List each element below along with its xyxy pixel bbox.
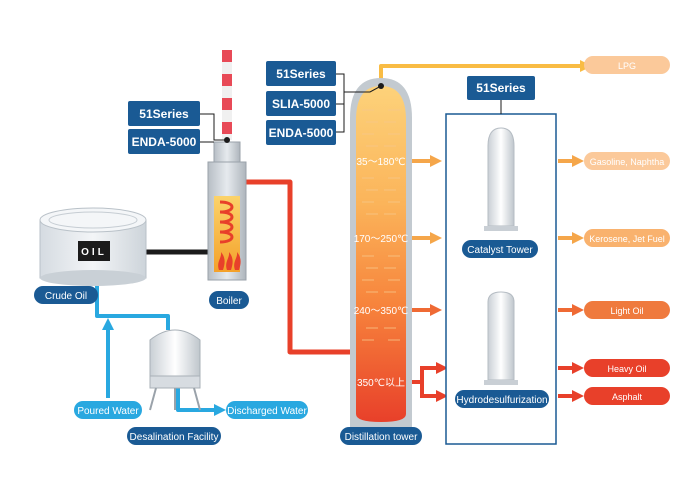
crude-oil-label: Crude Oil <box>45 291 87 302</box>
tower-model-2-text: ENDA-5000 <box>269 126 334 140</box>
discharged-water-label: Discharged Water <box>227 406 307 417</box>
boiler-series-text: 51Series <box>139 107 189 121</box>
tower-model-tag-1 <box>266 91 336 116</box>
poured-water-arrow <box>102 318 114 330</box>
catalyst-label: Catalyst Tower <box>467 245 533 256</box>
asphalt-label: Asphalt <box>612 392 643 402</box>
bottom-split-pipe <box>408 366 438 398</box>
tower-model-tag-2 <box>266 120 336 145</box>
temp-label-2: 170～250℃ <box>354 234 409 245</box>
temp-label-4: 350℃以上 <box>357 377 405 389</box>
light-oil-pill <box>584 301 670 319</box>
asphalt-pill <box>584 387 670 405</box>
hydro-label: Hydrodesulfurization <box>456 395 547 406</box>
desal-pill <box>127 427 221 445</box>
kerosene-arrowhead-b <box>572 232 584 244</box>
temp-label-3: 240～350℃ <box>354 306 409 317</box>
hydro-vessel <box>484 291 518 385</box>
hydro-pill <box>455 390 549 408</box>
heavy-arrowhead-b <box>572 362 584 374</box>
tower-model-1-text: SLIA-5000 <box>272 97 330 111</box>
distillation-pill <box>340 427 422 445</box>
boiler-model-tag <box>128 129 200 154</box>
tank-to-desal-pipe <box>95 283 170 330</box>
poured-water-label: Poured Water <box>77 406 139 417</box>
crude-oil-pill <box>34 286 98 304</box>
tower-tag-connector <box>336 73 382 133</box>
boiler-coil <box>219 200 234 244</box>
poured-water-pill <box>74 401 142 419</box>
boiler-chimney <box>222 50 232 140</box>
gasoline-arrowhead-a <box>430 155 442 167</box>
kerosene-arrowhead-a <box>430 232 442 244</box>
lightoil-arrowhead-a <box>430 304 442 316</box>
asphalt-arrowhead-b <box>572 390 584 402</box>
discharged-water-pill <box>226 401 308 419</box>
lightoil-arrowhead-b <box>572 304 584 316</box>
distillation-label: Distillation tower <box>345 432 418 443</box>
heavy-oil-label: Heavy Oil <box>607 364 646 374</box>
unit-series-tag <box>467 76 535 100</box>
lpg-pill <box>584 56 670 74</box>
gasoline-label: Gasoline, Naphtha <box>590 157 665 167</box>
boiler-unit <box>207 50 247 281</box>
crude-oil-tank <box>39 207 147 286</box>
hot-feed-pipe <box>240 179 360 355</box>
temp-label-1: 35～180℃ <box>356 157 405 168</box>
lpg-label: LPG <box>618 61 636 71</box>
discharged-water-pipe <box>176 388 216 412</box>
tower-series-tag <box>266 61 336 86</box>
catalyst-vessel <box>484 127 518 231</box>
heavy-oil-pill <box>584 359 670 377</box>
gasoline-arrowhead-b <box>572 155 584 167</box>
discharged-water-arrow <box>214 404 226 416</box>
kerosene-pill <box>584 229 670 247</box>
boiler-label: Boiler <box>216 296 242 307</box>
unit-series-text: 51Series <box>476 81 526 95</box>
boiler-tag-connector <box>200 113 227 143</box>
heavy-arrowhead-a <box>436 362 448 374</box>
boiler-tag-node <box>224 137 230 143</box>
light-oil-label: Light Oil <box>610 306 643 316</box>
oil-tank-text: OIL <box>81 247 107 258</box>
boiler-pill <box>209 291 249 309</box>
desalination-vessel <box>149 329 201 411</box>
distillation-tower <box>350 78 412 428</box>
tower-series-text: 51Series <box>276 67 326 81</box>
tower-trays <box>362 109 400 341</box>
gasoline-pill <box>584 152 670 170</box>
boiler-model-text: ENDA-5000 <box>132 135 197 149</box>
boiler-series-tag <box>128 101 200 126</box>
asphalt-arrowhead-a <box>436 390 448 402</box>
oil-tank-plate <box>78 241 110 261</box>
desal-label: Desalination Facility <box>130 432 219 443</box>
kerosene-label: Kerosene, Jet Fuel <box>589 234 665 244</box>
boiler-flames <box>218 252 241 270</box>
catalyst-pill <box>462 240 538 258</box>
